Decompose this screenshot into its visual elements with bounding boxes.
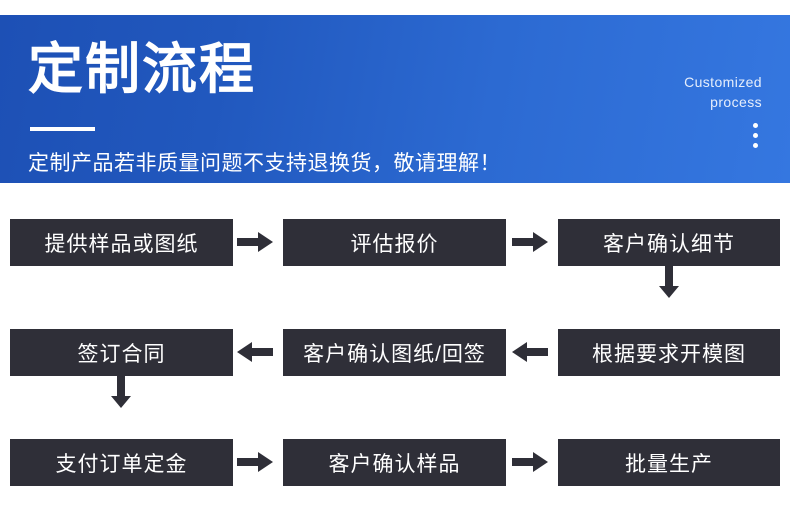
arrow-down-icon [108,375,134,409]
flow-node: 批量生产 [558,439,780,486]
arrow-right-icon [234,450,276,474]
dot-icon [753,143,758,148]
title-underline-rule [30,127,95,131]
flow-node: 根据要求开模图 [558,329,780,376]
arrow-left-icon [234,340,276,364]
page-header-banner: 定制流程 定制产品若非质量问题不支持退换货，敬请理解！ Customized p… [0,15,790,183]
dot-icon [753,123,758,128]
arrow-left-icon [509,340,551,364]
flow-node: 客户确认样品 [283,439,506,486]
english-caption-line2: process [710,94,762,110]
arrow-down-icon [656,265,682,299]
flow-node: 签订合同 [10,329,233,376]
arrow-right-icon [234,230,276,254]
arrow-right-icon [509,230,551,254]
page-title: 定制流程 [28,38,257,100]
flow-node: 客户确认细节 [558,219,780,266]
dot-icon [753,133,758,138]
flow-node: 客户确认图纸/回签 [283,329,506,376]
flow-node: 评估报价 [283,219,506,266]
flow-row: 支付订单定金 客户确认样品 批量生产 [0,403,790,513]
flow-node: 提供样品或图纸 [10,219,233,266]
flow-row: 提供样品或图纸 评估报价 客户确认细节 [0,183,790,298]
arrow-right-icon [509,450,551,474]
flow-row: 签订合同 客户确认图纸/回签 根据要求开模图 [0,293,790,408]
decorative-dots [753,123,758,148]
english-caption: Customized process [684,72,762,112]
flow-node: 支付订单定金 [10,439,233,486]
process-flowchart: 提供样品或图纸 评估报价 客户确认细节 签订合同 客户确认图纸/回签 [0,183,790,513]
english-caption-line1: Customized [684,74,762,90]
page-subtitle: 定制产品若非质量问题不支持退换货，敬请理解！ [28,152,501,175]
